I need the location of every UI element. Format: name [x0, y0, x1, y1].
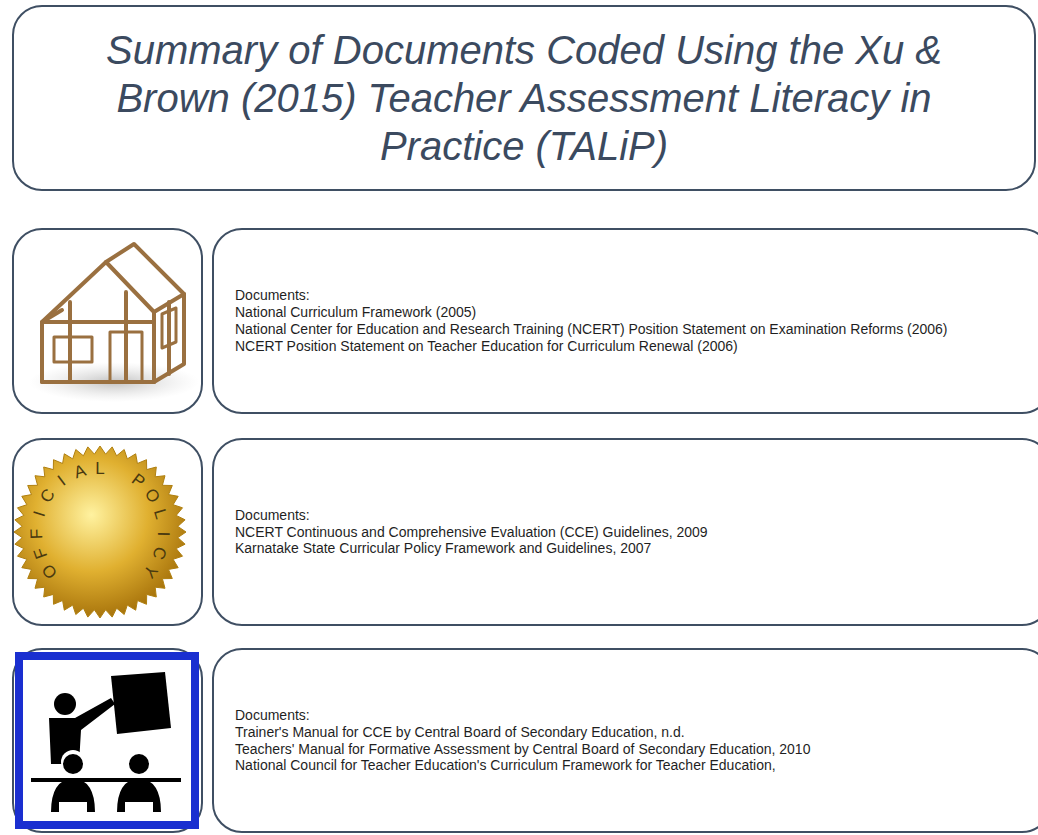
seal-letter: L [92, 459, 108, 479]
document-entry: NCERT Position Statement on Teacher Educ… [235, 338, 1010, 355]
document-entry: Trainer's Manual for CCE by Central Boar… [235, 724, 1010, 741]
title-box: Summary of Documents Coded Using the Xu … [12, 5, 1036, 191]
document-entry: National Center for Education and Resear… [235, 321, 1010, 338]
document-entry: National Curriculum Framework (2005) [235, 304, 1010, 321]
document-entry: National Council for Teacher Education's… [235, 757, 1010, 774]
teacher-icon [15, 652, 199, 829]
diagram-title: Summary of Documents Coded Using the Xu … [54, 26, 994, 170]
seal-letter: F [27, 525, 47, 541]
document-entry: Karnatake State Curricular Policy Framew… [235, 540, 1010, 557]
seal-letter: I [153, 525, 173, 541]
house-frame-icon [14, 232, 200, 410]
document-list-box: Documents:National Curriculum Framework … [212, 228, 1038, 414]
document-entry: Teachers' Manual for Formative Assessmen… [235, 741, 1010, 758]
list-heading: Documents: [235, 507, 1010, 524]
list-heading: Documents: [235, 707, 1010, 724]
list-heading: Documents: [235, 287, 1010, 304]
document-entry: NCERT Continuous and Comprehensive Evalu… [235, 524, 1010, 541]
document-list-box: Documents:Trainer's Manual for CCE by Ce… [212, 648, 1038, 833]
document-list-box: Documents:NCERT Continuous and Comprehen… [212, 438, 1038, 626]
